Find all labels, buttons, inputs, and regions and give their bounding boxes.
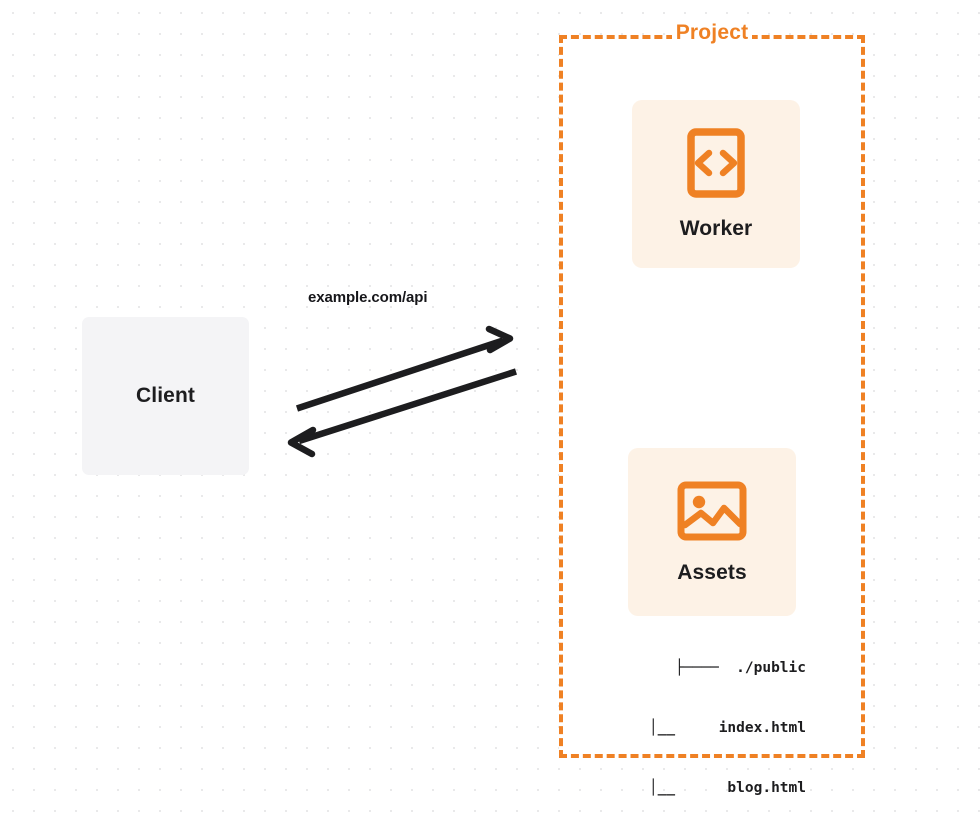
project-group-title-text: Project — [671, 21, 753, 44]
file-tree-row: │__ blog.html — [648, 780, 806, 796]
code-brackets-icon — [687, 127, 745, 203]
client-node[interactable]: Client — [82, 317, 249, 475]
client-node-label: Client — [136, 384, 195, 407]
connection-label: example.com/api — [308, 289, 428, 306]
worker-card-label: Worker — [679, 216, 753, 240]
file-tree-row: │__ index.html — [648, 720, 806, 736]
assets-card-label: Assets — [677, 560, 747, 584]
assets-file-tree: ├──── ./public │__ index.html │__ blog.h… — [606, 618, 806, 818]
file-tree-row: ├──── ./public — [675, 660, 806, 676]
project-group-title: Project — [559, 21, 865, 45]
worker-card[interactable]: Worker — [632, 100, 800, 268]
assets-card[interactable]: Assets — [628, 448, 796, 616]
image-icon — [677, 480, 747, 547]
